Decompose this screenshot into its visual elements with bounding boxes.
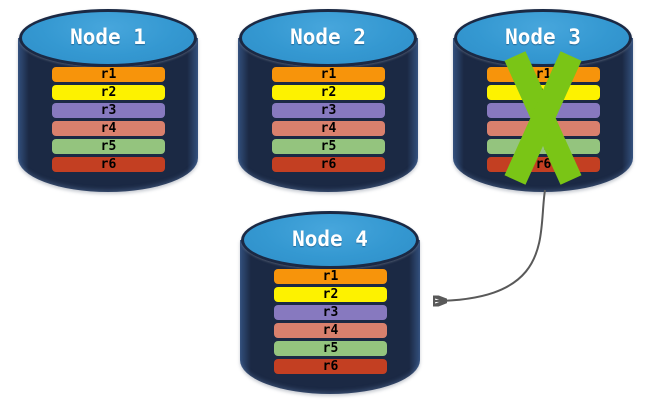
row-r1: r1 bbox=[272, 67, 385, 82]
failover-arrow-icon bbox=[415, 189, 546, 315]
row-r2: r2 bbox=[52, 85, 165, 100]
x-mark-icon bbox=[504, 51, 582, 185]
row-r6: r6 bbox=[274, 359, 387, 374]
node-1-cylinder: Node 1 r1 r2 r3 r4 r5 r6 bbox=[18, 8, 198, 192]
row-r1: r1 bbox=[52, 67, 165, 82]
row-list: r1 r2 r3 r4 r5 r6 bbox=[274, 269, 387, 374]
node-label: Node 4 bbox=[292, 227, 368, 251]
cylinder-top bbox=[241, 211, 419, 269]
row-r4: r4 bbox=[274, 323, 387, 338]
row-r5: r5 bbox=[274, 341, 387, 356]
row-r5: r5 bbox=[52, 139, 165, 154]
row-list: r1 r2 r3 r4 r5 r6 bbox=[272, 67, 385, 172]
row-r1: r1 bbox=[274, 269, 387, 284]
row-list: r1 r2 r3 r4 r5 r6 bbox=[52, 67, 165, 172]
row-r3: r3 bbox=[274, 305, 387, 320]
cylinder-top bbox=[239, 9, 417, 67]
row-r3: r3 bbox=[52, 103, 165, 118]
row-r2: r2 bbox=[274, 287, 387, 302]
node-label: Node 3 bbox=[505, 25, 581, 49]
row-r6: r6 bbox=[52, 157, 165, 172]
row-r5: r5 bbox=[272, 139, 385, 154]
node-4-cylinder: Node 4 r1 r2 r3 r4 r5 r6 bbox=[240, 210, 420, 394]
row-r4: r4 bbox=[52, 121, 165, 136]
row-r2: r2 bbox=[272, 85, 385, 100]
node-label: Node 2 bbox=[290, 25, 366, 49]
node-3-cylinder: Node 3 r1 r2 r3 r4 r5 r6 bbox=[453, 8, 633, 192]
cylinder-top bbox=[454, 9, 632, 67]
cylinder-top bbox=[19, 9, 197, 67]
node-label: Node 1 bbox=[70, 25, 146, 49]
row-r4: r4 bbox=[272, 121, 385, 136]
node-2-cylinder: Node 2 r1 r2 r3 r4 r5 r6 bbox=[238, 8, 418, 192]
row-r6: r6 bbox=[272, 157, 385, 172]
row-r3: r3 bbox=[272, 103, 385, 118]
